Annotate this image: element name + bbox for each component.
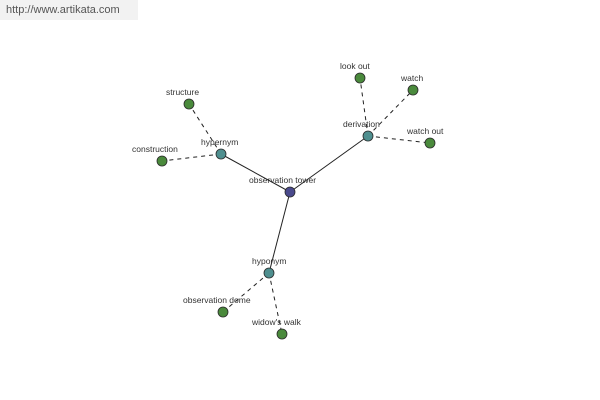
- node-derivation[interactable]: [362, 130, 374, 142]
- node-watch-out[interactable]: [424, 137, 436, 149]
- label-observation-dome: observation dome: [183, 295, 251, 305]
- edge-hyponym-observation-dome: [222, 272, 270, 313]
- label-hyponym: hyponym: [252, 256, 287, 266]
- edge-derivation-watch-out: [367, 135, 431, 144]
- edge-hypernym-construction: [161, 153, 222, 162]
- edge-center-derivation: [289, 135, 369, 193]
- label-watch: watch: [400, 73, 423, 83]
- edge-derivation-watch: [367, 89, 414, 137]
- node-hypernym[interactable]: [215, 148, 227, 160]
- node-widows-walk[interactable]: [276, 328, 288, 340]
- graph-nodes: [156, 72, 436, 340]
- label-look-out: look out: [340, 61, 370, 71]
- edge-center-hypernym: [220, 153, 291, 193]
- node-observation-tower[interactable]: [284, 186, 296, 198]
- site-watermark: http://www.artikata.com: [0, 0, 138, 20]
- graph-edges: [161, 77, 431, 335]
- label-widows-walk: widow's walk: [251, 317, 302, 327]
- label-watch-out: watch out: [406, 126, 444, 136]
- label-structure: structure: [166, 87, 199, 97]
- label-construction: construction: [132, 144, 178, 154]
- node-watch[interactable]: [407, 84, 419, 96]
- node-construction[interactable]: [156, 155, 168, 167]
- graph-labels: observation tower hypernym structure constr…: [132, 61, 444, 327]
- label-derivation: derivation: [343, 119, 380, 129]
- edge-hypernym-structure: [188, 103, 222, 155]
- edge-derivation-look-out: [359, 77, 369, 137]
- node-structure[interactable]: [183, 98, 195, 110]
- node-look-out[interactable]: [354, 72, 366, 84]
- label-hypernym: hypernym: [201, 137, 238, 147]
- label-observation-tower: observation tower: [249, 175, 316, 185]
- edge-center-hyponym: [268, 191, 291, 274]
- node-observation-dome[interactable]: [217, 306, 229, 318]
- node-hyponym[interactable]: [263, 267, 275, 279]
- edge-hyponym-widows-walk: [268, 272, 283, 335]
